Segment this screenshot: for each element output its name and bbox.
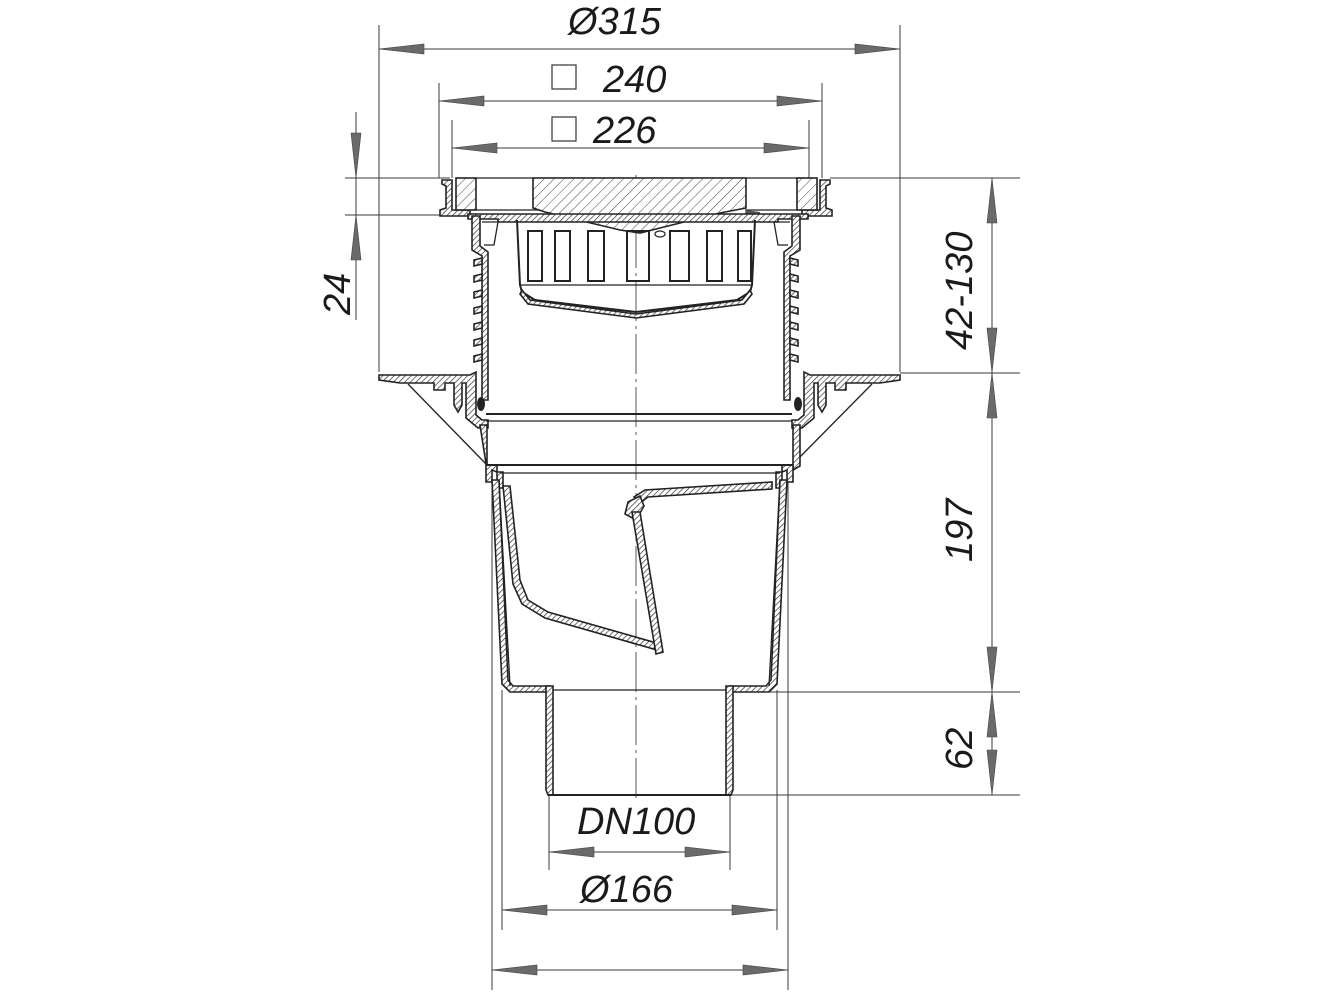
basket-slot (706, 230, 723, 282)
label-62: 62 (939, 728, 981, 770)
dim-height-range: 42-130 (830, 177, 1020, 420)
dim-outlet-diameter: Ø166 (501, 690, 778, 930)
basket-slot (669, 230, 690, 282)
basket-slot (587, 230, 605, 282)
dim-top-diameter: Ø315 (378, 1, 901, 372)
dim-grate-thickness: 24 (317, 112, 470, 320)
basket-slot (527, 230, 543, 282)
outlet-spigot (545, 685, 734, 796)
label-42-130: 42-130 (939, 232, 981, 350)
label-240: 240 (602, 59, 666, 101)
label-24: 24 (317, 273, 359, 316)
label-d166: Ø166 (578, 869, 674, 911)
basket-slot (554, 230, 571, 282)
grate (532, 177, 760, 238)
label-dn100: DN100 (577, 801, 695, 843)
dim-square-226: 226 (451, 110, 810, 178)
dim-square-240: 240 (438, 59, 823, 178)
odour-trap-insert (502, 481, 773, 656)
frame (439, 177, 833, 217)
sealing-ring-right (794, 397, 802, 411)
dim-outlet-dn: DN100 (548, 795, 731, 870)
square-symbol-icon (551, 64, 577, 90)
dirt-basket (467, 213, 809, 319)
basket-slot (737, 230, 752, 282)
square-symbol-icon (551, 116, 577, 142)
label-226: 226 (592, 110, 657, 152)
extension-ring (471, 215, 801, 401)
dim-outlet-length: 62 (725, 691, 1020, 796)
dim-body-diameter (491, 470, 789, 990)
label-d315: Ø315 (566, 1, 662, 43)
sealing-ring-left (477, 397, 485, 411)
label-197: 197 (939, 497, 981, 562)
basket-slot (626, 230, 650, 282)
flange (378, 370, 901, 466)
